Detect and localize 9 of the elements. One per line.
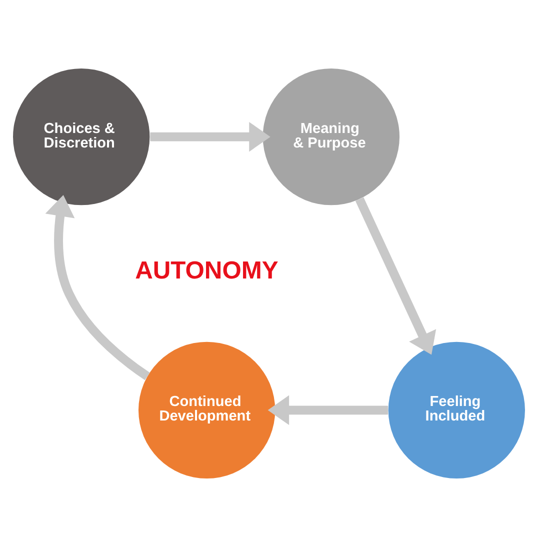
node-circle: Continued Development — [138, 341, 276, 478]
arrow — [268, 394, 388, 425]
arrow — [45, 194, 150, 380]
label: AUTONOMY — [135, 257, 278, 284]
node-circle: Feeling Included — [388, 341, 525, 478]
node-circle: Choices & Discretion — [13, 68, 150, 205]
arrow — [150, 121, 270, 152]
arrow — [355, 196, 436, 354]
node-circle: Meaning & Purpose — [262, 68, 400, 205]
